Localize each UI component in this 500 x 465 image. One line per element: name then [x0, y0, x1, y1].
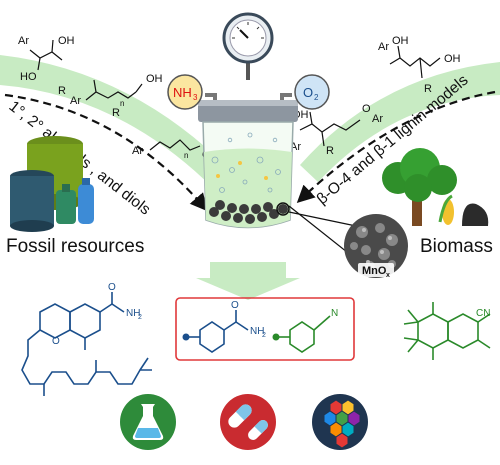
- blue-ring-o: O: [52, 336, 60, 347]
- o2-label: O: [303, 85, 313, 100]
- chem-oh: OH: [392, 35, 409, 47]
- biomass-label: Biomass: [420, 236, 493, 257]
- benzamide-product: [188, 310, 249, 353]
- reactor: [198, 12, 298, 229]
- green-nitrile-cn: CN: [476, 308, 490, 319]
- chem-ho: HO: [20, 71, 37, 83]
- left-green-arc: [0, 55, 230, 190]
- chem-oh: OH: [58, 35, 75, 47]
- benzonitrile-n: N: [331, 308, 338, 319]
- nh3-label: NH: [173, 85, 192, 100]
- benzamide-sub: 2: [262, 332, 266, 339]
- chem-r: R: [326, 145, 334, 157]
- fossil-resources-label: Fossil resources: [6, 236, 144, 257]
- left-dashed-arrow: [4, 93, 208, 212]
- chem-n: n: [184, 151, 188, 160]
- chem-r: R: [424, 83, 432, 95]
- biomass-icon: [382, 148, 489, 226]
- blue-amide-product: [21, 292, 152, 396]
- benzamide-o: O: [231, 300, 239, 311]
- chem-r: R: [112, 107, 120, 119]
- benzonitrile-product: [278, 315, 331, 353]
- right-green-arc: [300, 62, 500, 182]
- blue-amide-sub: 2: [138, 314, 142, 321]
- chem-r: R: [58, 85, 66, 97]
- fossil-icon: [10, 136, 94, 232]
- blue-amide-o: O: [108, 282, 116, 293]
- products-box: [175, 297, 355, 361]
- chem-ar: Ar: [378, 41, 389, 53]
- nh3-inlet: NH 3: [167, 74, 203, 110]
- chem-n: n: [120, 99, 124, 108]
- o2-sub: 2: [314, 93, 319, 102]
- o2-inlet: O 2: [294, 74, 330, 110]
- right-substrates: [299, 45, 441, 147]
- chem-ar: Ar: [290, 141, 301, 153]
- flask-icon: [120, 394, 176, 450]
- magnified-particle-ring: [276, 202, 290, 216]
- product-arrow: [196, 262, 300, 300]
- chem-o: O: [362, 103, 371, 115]
- mnox-label: MnO: [362, 265, 387, 277]
- chem-ar: Ar: [372, 113, 383, 125]
- chem-oh: OH: [146, 73, 163, 85]
- mnox-sub: x: [386, 272, 390, 279]
- chem-ar: Ar: [70, 95, 81, 107]
- benzamide-nh: NH: [250, 326, 264, 337]
- chem-oh: OH: [444, 53, 461, 65]
- right-dashed-arrow: [296, 90, 496, 204]
- mnox-sem-image: MnO x: [344, 214, 408, 279]
- chem-ar: Ar: [132, 145, 143, 157]
- pills-icon: [220, 394, 276, 450]
- nh3-sub: 3: [193, 93, 198, 102]
- green-nitrile-product: [403, 302, 491, 360]
- chem-ar: Ar: [18, 35, 29, 47]
- blue-amide-nh: NH: [126, 308, 140, 319]
- hexagon-materials-icon: [312, 394, 368, 450]
- left-substrates: [29, 39, 201, 151]
